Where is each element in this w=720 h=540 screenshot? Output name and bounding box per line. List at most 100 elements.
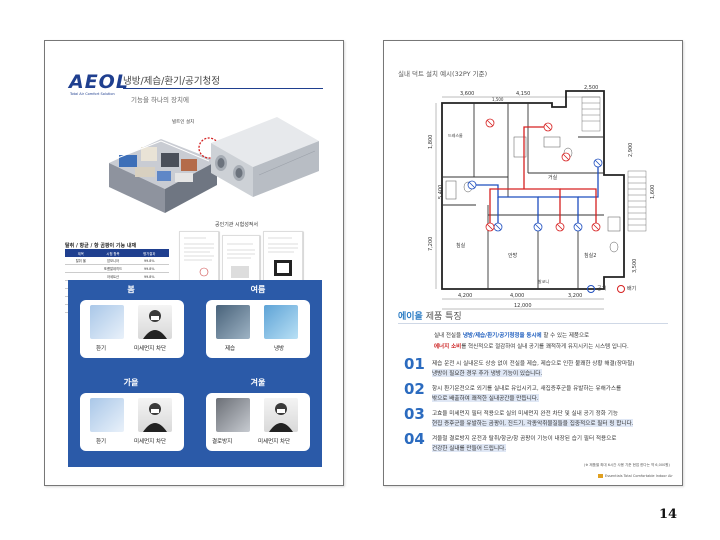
plan-dim: 3,500 — [632, 259, 638, 273]
season-title-autumn: 가을 — [123, 378, 139, 387]
mask-person-photo — [138, 305, 172, 339]
feature-number: 04 — [404, 430, 425, 448]
feature-line: 건강한 실내를 만들어 드립니다. — [432, 444, 507, 452]
feature-line: 밖으로 배출하여 쾌적한 실내공간을 만듭니다. — [432, 394, 539, 402]
plan-dim: 3,600 — [460, 91, 474, 97]
function-table-title: 탈취 / 항균 / 항 곰팡이 기능 내재 — [65, 243, 137, 249]
certificate-title: 공인기관 시험성적서 — [215, 222, 258, 228]
table-cell — [65, 264, 97, 273]
table-header: 시험 항목 — [96, 249, 130, 257]
footnote: (※ 제품별 최대 6시간 사용 기준 현업 한다는 약 6,000원) — [584, 463, 670, 467]
plan-dim: 4,000 — [510, 293, 524, 299]
season-caption: 환기 — [96, 346, 107, 352]
footer-logo-mark-icon — [598, 474, 603, 478]
room-label: 침실2 — [584, 252, 596, 259]
house-cutaway-image — [109, 137, 220, 213]
features-title: 에이올 제품 특징 — [398, 309, 462, 322]
plan-dim: 4,150 — [516, 91, 530, 97]
room-label: 발코니 — [538, 278, 549, 284]
title-rule — [123, 88, 323, 89]
feature-line: 냉방이 필요한 경우 추가 냉방 기능이 있습니다. — [432, 369, 543, 377]
certificate-document — [179, 231, 219, 283]
season-title-summer: 여름 — [250, 285, 266, 294]
brochure-page-right: 실내 덕트 설치 예시(32PY 기준) 3,600 4,150 2,500 1… — [383, 40, 683, 486]
season-title-winter: 겨울 — [250, 378, 266, 387]
season-card-spring: 환기 미세먼지 차단 — [80, 300, 184, 358]
plan-dim: 2,500 — [584, 85, 598, 91]
intro-text: 를 혁신적으로 절감하여 실내 공기를 쾌적하게 유지시키는 시스템 입니다. — [461, 344, 629, 350]
season-card-summer: 제습 냉방 — [206, 300, 310, 358]
intro-text: 실내 전실을 — [434, 333, 463, 339]
intro-highlight: 에너지 소비 — [434, 344, 462, 350]
feature-line: 항시 환기운전으로 외기를 실내로 유입시키고, 새집증후군을 유발하는 유해가… — [432, 386, 622, 392]
table-cell: 암모니아 — [96, 257, 130, 265]
intro-line-1: 실내 전실을 냉방/제습/환기/공기청정을 동시에 할 수 있는 제품으로 — [434, 331, 589, 339]
intro-line-2: 에너지 소비를 혁신적으로 절감하여 실내 공기를 쾌적하게 유지시키는 시스템… — [434, 342, 629, 350]
plan-dim: 2,900 — [628, 143, 634, 157]
ice-photo — [264, 305, 298, 339]
season-card-winter: 결로방지 미세먼지 차단 — [206, 393, 310, 451]
feature-number: 03 — [404, 405, 425, 423]
page-subtitle: 기능을 하나의 장치에 — [131, 96, 189, 104]
plan-dim: 5,400 — [438, 185, 444, 199]
window-photo — [90, 305, 124, 339]
intro-text: 할 수 있는 제품으로 — [541, 333, 590, 339]
footer-logo-text: Essentials Total Comfortable Indoor Air — [605, 474, 673, 478]
seasons-panel: 봄 여름 가을 겨울 환기 미세먼지 차단 제습 냉방 환기 미세먼지 차 — [68, 280, 322, 467]
plan-dim: 3,200 — [568, 293, 582, 299]
built-in-label: 빌트인 설치 — [172, 120, 195, 125]
plan-dim: 1,500 — [492, 97, 504, 102]
season-caption: 미세먼지 차단 — [258, 439, 291, 445]
season-caption: 미세먼지 차단 — [134, 346, 167, 352]
feature-line: 겨울철 결로방지 운전과 탈취/항균/항 곰팡이 기능이 내장된 습기 필터 적… — [432, 436, 617, 442]
feature-line: 고효율 미세먼지 필터 적용으로 실외 미세먼지 완전 차단 및 실내 공기 정… — [432, 411, 619, 417]
page-title: 냉방/제습/환기/공기청정 — [123, 76, 221, 87]
logo-tagline: Total Air Comfort Solution — [70, 92, 115, 96]
rainy-window-photo — [216, 305, 250, 339]
room-label: 거실 — [548, 174, 558, 181]
room-label: 침실 — [456, 242, 466, 249]
duct-install-title: 실내 덕트 설치 예시(32PY 기준) — [398, 70, 488, 78]
table-header: 제목 — [65, 249, 97, 257]
season-caption: 미세먼지 차단 — [134, 439, 167, 445]
season-card-autumn: 환기 미세먼지 차단 — [80, 393, 184, 451]
table-header: 평가결과 — [129, 249, 169, 257]
table-cell: 탈취 율 — [65, 257, 97, 265]
page-number: 14 — [659, 507, 678, 522]
feature-line: 현집 증후군을 유발하는 곰팡이, 진드기, 각종악취물질들을 집중적으로 필터… — [432, 419, 634, 427]
season-title-spring: 봄 — [127, 285, 135, 294]
season-caption: 제습 — [225, 346, 236, 352]
table-cell: 99.8% — [129, 264, 169, 273]
intro-highlight: 냉방/제습/환기/공기청정을 동시에 — [462, 333, 542, 339]
features-rule — [398, 323, 668, 324]
table-cell: 포름알데히드 — [96, 264, 130, 273]
table-cell: 99.8% — [129, 257, 169, 265]
plan-dim: 4,200 — [458, 293, 472, 299]
legend-label: 배기 — [627, 286, 637, 292]
room-label: 안방 — [508, 252, 518, 259]
room-label: 드레스룸 — [448, 132, 463, 138]
mask-person-photo — [138, 398, 172, 432]
feature-number: 01 — [404, 355, 425, 373]
season-caption: 결로방지 — [212, 439, 233, 445]
aeol-logo: AEOL — [69, 71, 129, 93]
plan-dim: 1,600 — [650, 185, 656, 199]
plan-dim: 12,000 — [514, 303, 532, 309]
season-caption: 냉방 — [274, 346, 285, 352]
feature-line: 제습 운전 시 실내온도 상승 없이 전실을 제습, 제습으로 인한 불쾌한 상… — [432, 361, 635, 367]
plan-dim: 7,200 — [428, 237, 434, 251]
plan-dim: 1,800 — [428, 135, 434, 149]
certificate-document — [263, 231, 303, 283]
features-title-brand: 에이올 — [398, 312, 423, 322]
feature-number: 02 — [404, 380, 425, 398]
brochure-page-left: AEOL Total Air Comfort Solution 냉방/제습/환기… — [44, 40, 344, 486]
footer-logo: Essentials Total Comfortable Indoor Air — [598, 474, 673, 478]
window-photo — [90, 398, 124, 432]
mask-person-photo — [264, 398, 298, 432]
ventilation-unit-image — [211, 117, 319, 197]
season-caption: 환기 — [96, 439, 107, 445]
certificate-document — [222, 235, 260, 287]
damp-corner-photo — [216, 398, 250, 432]
